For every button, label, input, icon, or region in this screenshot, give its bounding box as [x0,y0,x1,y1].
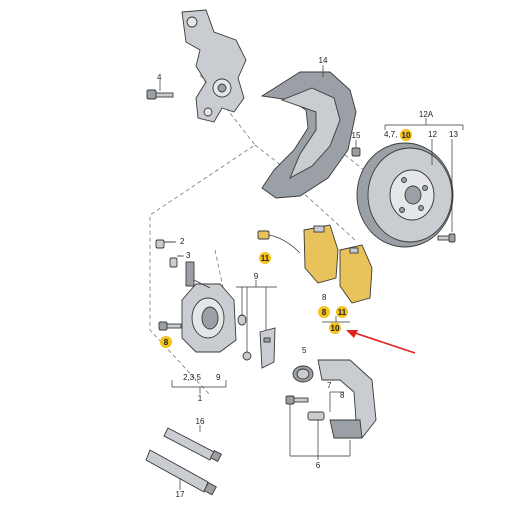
brake-pad-inner [303,224,339,284]
group-brackets [164,118,464,490]
tag-11-pad: 11 [336,306,348,318]
label-8-top: 8 [322,293,327,302]
label-2: 2 [180,237,185,246]
splash-shield [260,65,357,199]
label-1: 1 [198,394,203,403]
svg-text:11: 11 [261,254,270,263]
label-3: 3 [186,251,191,260]
bolt-13 [437,233,456,243]
guide-pin [285,395,325,421]
piston-seal [292,365,314,383]
label-group-47: 4,7, [384,130,397,139]
brake-pad-outer [339,244,373,304]
tag-8-pad: 8 [318,306,330,318]
brake-disc [356,142,454,248]
label-8-side: 8 [340,391,345,400]
tag-8-caliper: 8 [160,336,172,348]
label-12: 12 [428,130,437,139]
label-12a: 12A [419,110,434,119]
steering-knuckle [181,9,247,123]
label-13: 13 [449,130,458,139]
grease-tube-16 [163,427,222,462]
label-6: 6 [316,461,321,470]
highlight-arrow [346,330,416,354]
grease-tube-17 [145,449,217,496]
tag-10-disc: 10 [400,129,412,141]
tag-10-pad: 10 [329,322,341,334]
label-16: 16 [196,417,205,426]
svg-text:10: 10 [331,324,340,333]
bolt-4 [146,80,174,100]
label-14: 14 [319,56,328,65]
bolt-15 [351,140,361,157]
label-9-top: 9 [254,272,259,281]
label-5: 5 [302,346,307,355]
label-7: 7 [327,381,332,390]
wear-sensor [257,230,301,254]
svg-text:10: 10 [402,131,411,140]
svg-text:8: 8 [164,338,169,347]
caliper-carrier [317,359,377,439]
label-17: 17 [176,490,185,499]
label-9-side: 9 [216,373,221,382]
label-group-235: 2,3,5 [183,373,201,382]
caliper-bolt [158,321,182,331]
guide-bolt-cover [237,314,252,361]
tag-11-sensor: 11 [259,252,271,264]
bleed-screw-2 [155,239,175,249]
svg-text:8: 8 [322,308,327,317]
cap-3 [169,255,182,268]
caliper-cover-plate [259,327,276,369]
label-15: 15 [352,131,361,140]
brake-caliper [181,261,237,353]
svg-text:11: 11 [338,308,347,317]
label-4: 4 [157,73,162,82]
